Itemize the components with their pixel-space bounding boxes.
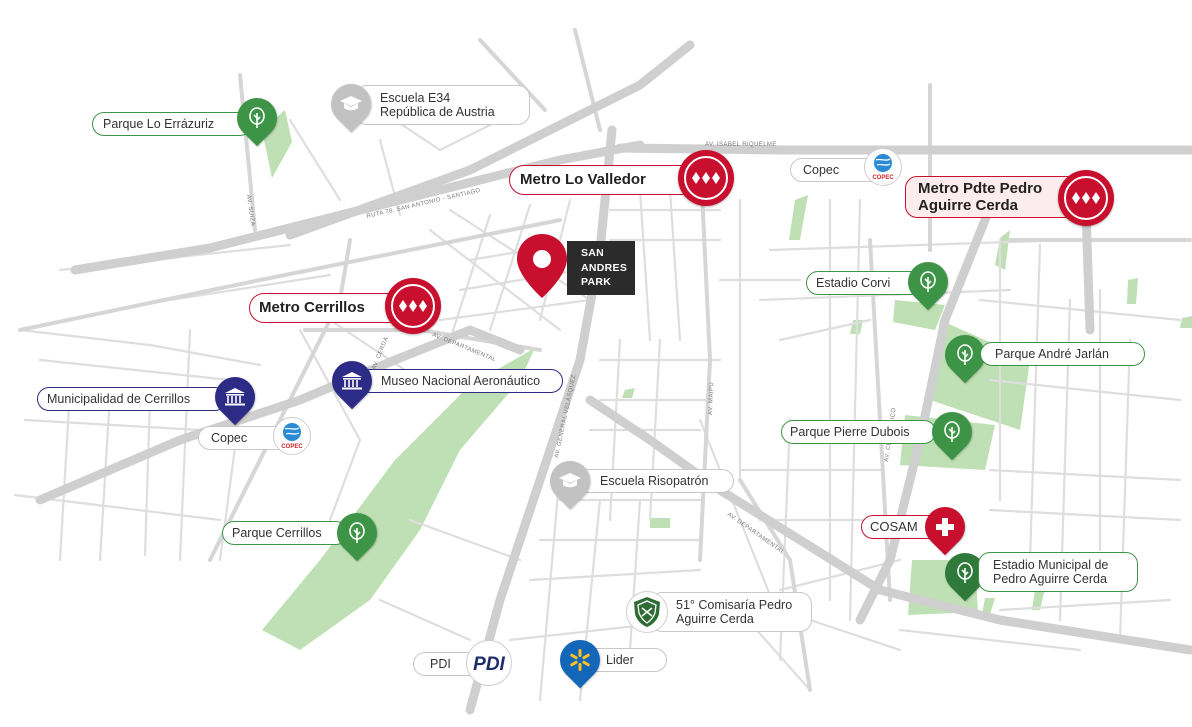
road-general-velasquez <box>465 125 617 715</box>
road-upper-diagonal <box>285 40 695 240</box>
metro-pac-text-line-1: Metro Pdte Pedro <box>918 179 1043 197</box>
road-isabel-riquelme <box>615 143 1192 155</box>
tree-icon <box>349 522 365 543</box>
project-name-box[interactable]: SAN ANDRES PARK <box>567 241 635 295</box>
tree-icon <box>249 107 265 128</box>
project-location-pin-icon[interactable] <box>515 232 569 300</box>
lider-text: Lider <box>606 652 634 667</box>
park-cerrillos-text: Parque Cerrillos <box>232 525 322 540</box>
metro-icon[interactable] <box>678 150 734 206</box>
municipalidad-cerrillos-label[interactable]: Municipalidad de Cerrillos <box>37 387 227 411</box>
municipalidad-cerrillos-text: Municipalidad de Cerrillos <box>47 391 191 406</box>
metro-icon[interactable] <box>1058 170 1114 226</box>
metro-lo-valledor-text: Metro Lo Valledor <box>520 171 646 189</box>
park-pierre-dubois-text: Parque Pierre Dubois <box>790 424 910 439</box>
street-label-suiza: AV. SUIZA <box>245 194 255 226</box>
copec-logo-text: COPEC <box>281 444 303 450</box>
park-pierre-dubois-label[interactable]: Parque Pierre Dubois <box>781 420 936 444</box>
pdi-text: PDI <box>430 656 451 671</box>
park-estadio-corvi-text: Estadio Corvi <box>816 275 891 290</box>
institution-pin[interactable] <box>206 368 264 426</box>
park-area-corvi <box>893 300 945 330</box>
park-pin[interactable] <box>923 403 981 461</box>
tree-icon <box>957 562 973 583</box>
street-label-departamental-e: AV. DEPARTAMENTAL <box>726 512 786 556</box>
cosam-text: COSAM <box>870 518 918 534</box>
metro-lo-valledor-label[interactable]: Metro Lo Valledor <box>509 165 705 195</box>
copec-logo-text: COPEC <box>872 175 894 181</box>
graduation-cap-icon <box>340 96 362 111</box>
supermarket-pin[interactable] <box>551 631 609 689</box>
park-pin[interactable] <box>936 326 994 384</box>
park-area-small-2 <box>622 388 635 398</box>
road-departamental-east <box>585 395 1192 655</box>
park-estadio-corvi-label[interactable]: Estadio Corvi <box>806 271 922 295</box>
school-e34-label[interactable]: Escuela E34 República de Austria <box>355 85 530 125</box>
park-lo-errazuriz-text: Parque Lo Errázuriz <box>103 116 215 131</box>
building-columns-icon <box>225 388 245 406</box>
metro-icon[interactable] <box>385 278 441 334</box>
pdi-logo-icon[interactable]: PDI <box>466 640 512 686</box>
park-area-cerrillos <box>262 348 535 650</box>
road-ruta-78 <box>70 140 645 275</box>
police-badge-icon[interactable] <box>626 591 668 633</box>
museo-aeronautico-label[interactable]: Museo Nacional Aeronáutico <box>358 369 563 393</box>
park-area-strip-1 <box>789 195 808 240</box>
graduation-cap-icon <box>559 473 581 488</box>
police-station-text-line-1: 51° Comisaría Pedro <box>676 597 793 612</box>
school-pin[interactable] <box>322 75 380 133</box>
park-andre-jarlan-text: Parque André Jarlán <box>995 346 1109 361</box>
project-name-line-1: SAN <box>581 247 605 260</box>
museo-aeronautico-text: Museo Nacional Aeronáutico <box>381 373 541 388</box>
park-area-strip-4 <box>1180 316 1192 328</box>
park-area-strip-2 <box>995 230 1010 270</box>
street-label-isabel-riquelme: AV. ISABEL RIQUELME <box>705 142 777 148</box>
park-area-strip-5 <box>1032 588 1045 610</box>
project-name-line-3: PARK <box>581 276 612 289</box>
park-area-strip-3 <box>1127 278 1138 304</box>
tree-icon <box>957 344 973 365</box>
school-e34-text-line-2: República de Austria <box>380 105 495 119</box>
metro-pac-label[interactable]: Metro Pdte Pedro Aguirre Cerda <box>905 176 1080 218</box>
park-pin[interactable] <box>899 253 957 311</box>
building-columns-icon <box>342 372 362 390</box>
school-pin[interactable] <box>541 452 599 510</box>
copec-globe-icon[interactable]: COPEC <box>273 417 311 455</box>
park-lo-errazuriz-label[interactable]: Parque Lo Errázuriz <box>92 112 252 136</box>
medical-cross-icon <box>936 518 954 536</box>
school-risopatron-text: Escuela Risopatrón <box>600 473 709 488</box>
project-name-line-2: ANDRES <box>581 261 628 274</box>
park-estadio-municipal-label[interactable]: Estadio Municipal de Pedro Aguirre Cerda <box>978 552 1138 592</box>
copec-globe-icon[interactable]: COPEC <box>864 148 902 186</box>
copec-south-text: Copec <box>211 430 248 445</box>
park-andre-jarlan-label[interactable]: Parque André Jarlán <box>980 342 1145 366</box>
copec-north-text: Copec <box>803 162 840 177</box>
park-cerrillos-label[interactable]: Parque Cerrillos <box>222 521 348 545</box>
tree-icon <box>944 421 960 442</box>
metro-cerrillos-text: Metro Cerrillos <box>259 299 365 317</box>
institution-pin[interactable] <box>323 352 381 410</box>
park-area-small-1 <box>650 518 670 528</box>
metro-cerrillos-label[interactable]: Metro Cerrillos <box>249 293 409 323</box>
school-risopatron-label[interactable]: Escuela Risopatrón <box>572 469 734 493</box>
school-e34-text-line-1: Escuela E34 <box>380 90 451 105</box>
metro-pac-text-line-2: Aguirre Cerda <box>918 197 1019 214</box>
park-pin[interactable] <box>936 544 994 602</box>
tree-icon <box>920 271 936 292</box>
pdi-logo-text: PDI <box>473 654 505 675</box>
park-estadio-municipal-text-line-2: Pedro Aguirre Cerda <box>993 572 1107 586</box>
street-label-maipu: AV. MAIPÚ <box>707 382 715 415</box>
park-area-strip-6 <box>982 598 995 614</box>
park-pin[interactable] <box>228 89 286 147</box>
walmart-spark-icon <box>570 649 590 671</box>
health-pin[interactable] <box>916 498 974 556</box>
police-station-text-line-2: Aguirre Cerda <box>676 612 754 626</box>
police-station-label[interactable]: 51° Comisaría Pedro Aguirre Cerda <box>650 592 812 632</box>
park-estadio-municipal-text-line-1: Estadio Municipal de <box>993 557 1109 572</box>
park-pin[interactable] <box>328 504 386 562</box>
